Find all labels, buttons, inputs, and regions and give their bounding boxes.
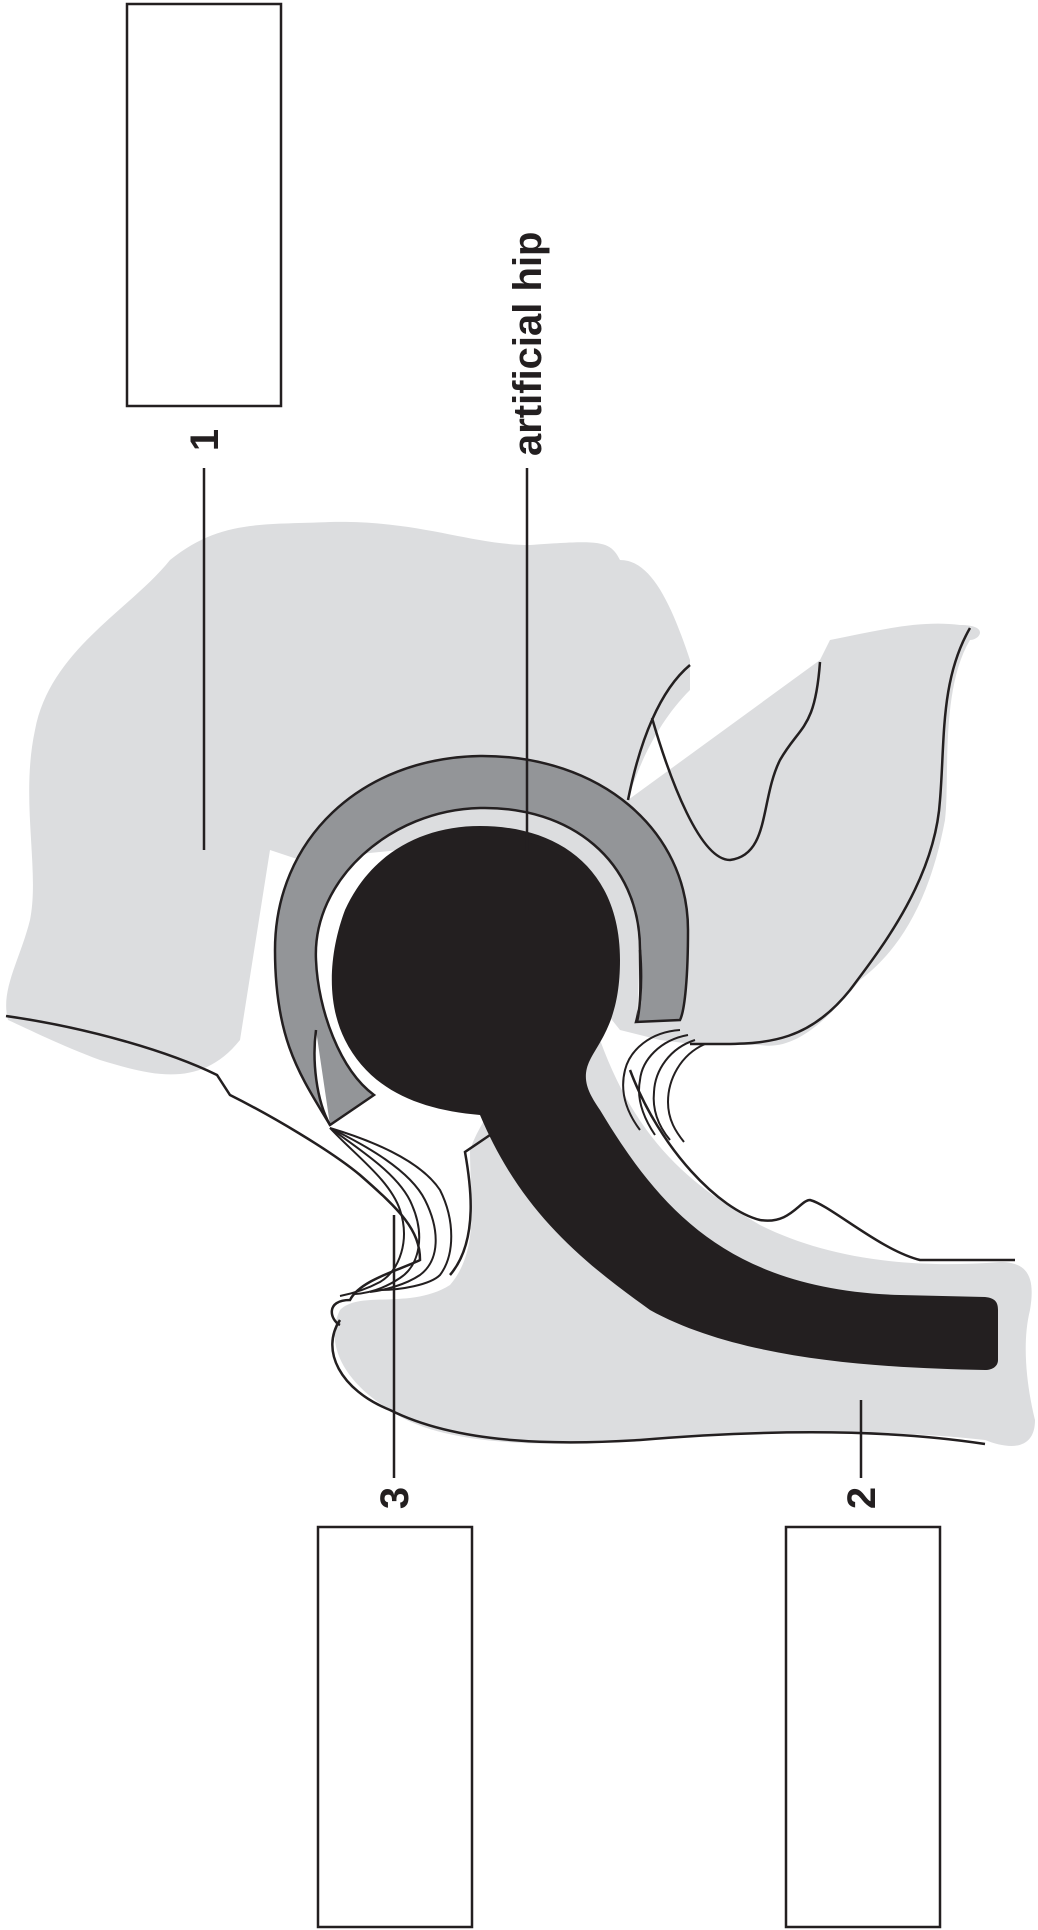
label-3: 3 — [373, 1487, 417, 1509]
answer-box-2[interactable] — [786, 1527, 940, 1927]
answer-box-1[interactable] — [127, 4, 281, 406]
label-1: 1 — [183, 429, 227, 451]
label-artificial-hip: artificial hip — [506, 232, 550, 457]
capsule-lines-left — [330, 1128, 451, 1296]
answer-box-3[interactable] — [318, 1527, 472, 1927]
label-2: 2 — [840, 1487, 884, 1509]
